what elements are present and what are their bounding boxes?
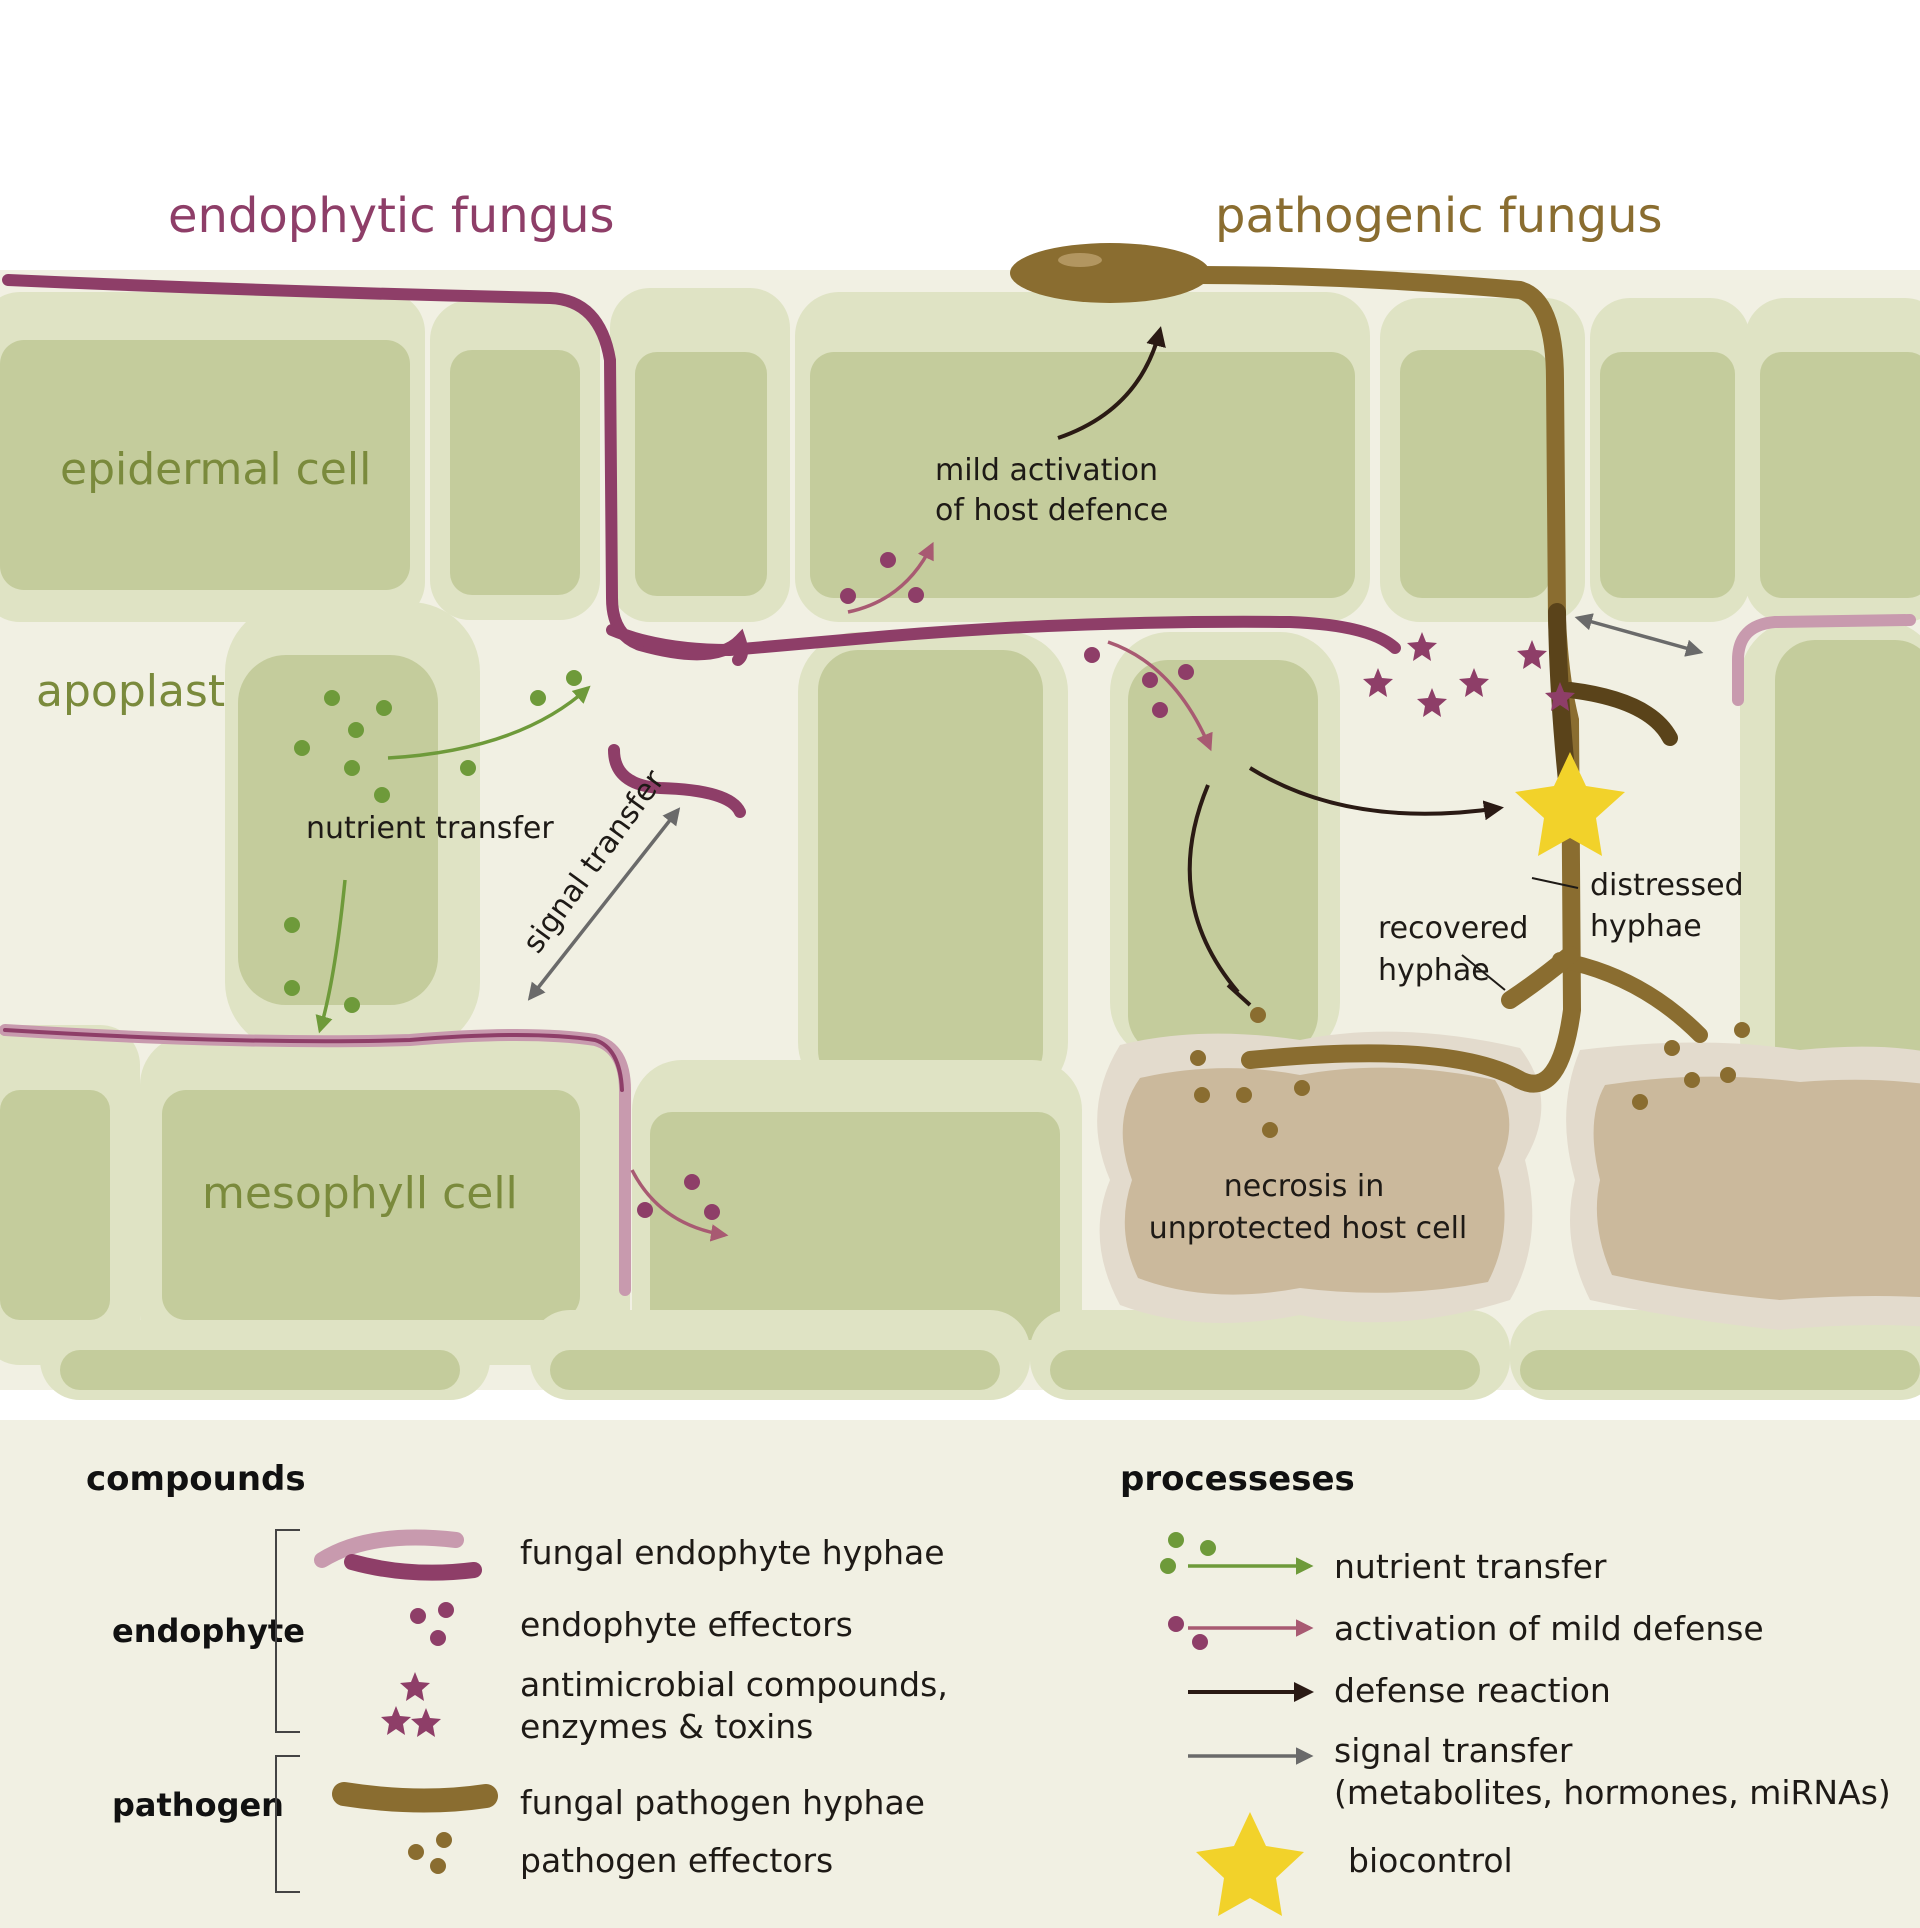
- legend-processes: processeses nutrient transfer activation…: [1120, 1459, 1891, 1916]
- label-recovered-1: recovered: [1378, 911, 1528, 946]
- pathogen-effector-dots: [1190, 1007, 1750, 1138]
- label-epidermal: epidermal cell: [60, 444, 371, 495]
- label-mild-1: mild activation: [935, 453, 1158, 488]
- path-effectors-label: pathogen effectors: [520, 1841, 833, 1880]
- endo-effectors-swatch: [410, 1602, 454, 1646]
- endophyte-hypha-light-right: [1732, 614, 1916, 706]
- endo-hyphae-swatch-dark: [344, 1554, 482, 1581]
- pathogen-bracket: [275, 1755, 300, 1893]
- legend-background: [0, 1420, 1920, 1928]
- endophyte-hyphae: [0, 274, 1916, 1296]
- antimicrobial-label-1: antimicrobial compounds,: [520, 1665, 948, 1704]
- signal-arrow: [527, 807, 681, 1001]
- pathogen-group-label: pathogen: [112, 1786, 284, 1824]
- antimicrobial-label-2: enzymes & toxins: [520, 1707, 813, 1746]
- distressed-pointer: [1531, 877, 1579, 889]
- defense-arrow-up: [1057, 326, 1166, 440]
- mesophyll-layer: [0, 1025, 1920, 1400]
- defense-block-bar: [1226, 983, 1252, 1007]
- compounds-heading: compounds: [86, 1459, 306, 1499]
- mild-arrow-top: [847, 541, 934, 614]
- pathogen-hypha-distressed-branch: [1562, 682, 1678, 746]
- process-nutrient-label: nutrient transfer: [1334, 1547, 1607, 1586]
- defense-arrow-biocontrol: [1248, 766, 1504, 821]
- title-endophyte: endophytic fungus: [168, 188, 615, 244]
- biocontrol-star: [1515, 752, 1625, 856]
- pathogen-hypha-lower: [1501, 946, 1579, 1009]
- inner-cells: [225, 602, 1920, 1102]
- path-hyphae-swatch: [332, 1782, 498, 1813]
- processes-heading: processeses: [1120, 1459, 1355, 1499]
- endo-hyphae-label: fungal endophyte hyphae: [520, 1533, 945, 1572]
- process-signal-label-1: signal transfer: [1334, 1731, 1573, 1770]
- endophyte-group-label: endophyte: [112, 1612, 305, 1650]
- antimicrobial-swatch: [381, 1672, 441, 1737]
- endo-hyphae-swatch-light: [314, 1529, 464, 1568]
- legend-compounds: compounds endophyte pathogen fungal endo…: [86, 1459, 948, 1893]
- pathogen-hypha-recovered-branch: [1552, 952, 1708, 1043]
- process-arrows: [315, 326, 1704, 1242]
- antimicrobial-stars: [1363, 632, 1575, 717]
- nutrient-arrow-up: [387, 685, 591, 760]
- endophyte-hypha-horizontal: [606, 615, 1401, 657]
- mild-arrow-middle: [1107, 640, 1213, 752]
- label-mild-2: of host defence: [935, 493, 1168, 528]
- process-biocontrol-label: biocontrol: [1348, 1841, 1513, 1880]
- label-distressed-1: distressed: [1590, 868, 1744, 903]
- endo-effectors-label: endophyte effectors: [520, 1605, 853, 1644]
- title-pathogen: pathogenic fungus: [1215, 188, 1663, 244]
- mild-swatch-dots: [1168, 1616, 1208, 1650]
- label-recovered-2: hyphae: [1378, 953, 1490, 988]
- endophyte-hypha-branch: [608, 744, 746, 818]
- label-apoplast: apoplast: [36, 666, 225, 717]
- label-necrosis-1: necrosis in: [1224, 1169, 1384, 1204]
- pathogen-spore: [1010, 243, 1210, 303]
- label-distressed-2: hyphae: [1590, 909, 1702, 944]
- process-defense-label: defense reaction: [1334, 1671, 1611, 1710]
- endophyte-effector-dots: [637, 552, 1194, 1220]
- endophyte-hypha-dark-left: [3, 1028, 624, 1092]
- epidermal-layer: [0, 288, 1920, 622]
- signal-arrow-right: [1574, 613, 1704, 657]
- nutrient-swatch-dots: [1160, 1532, 1216, 1574]
- defense-arrow-block: [1187, 784, 1240, 994]
- mild-arrow-bottom: [630, 1169, 729, 1242]
- path-hyphae-label: fungal pathogen hyphae: [520, 1783, 925, 1822]
- label-nutrient-transfer: nutrient transfer: [306, 811, 554, 846]
- recovered-pointer: [1461, 954, 1506, 991]
- biocontrol-swatch-star: [1196, 1812, 1304, 1916]
- necrotic-cells: [1097, 1031, 1920, 1330]
- endophyte-bracket: [275, 1529, 300, 1733]
- label-necrosis-2: unprotected host cell: [1149, 1211, 1468, 1246]
- label-mesophyll: mesophyll cell: [202, 1168, 518, 1219]
- nutrient-arrow-down: [315, 879, 347, 1034]
- process-mild-label: activation of mild defense: [1334, 1609, 1764, 1648]
- nutrient-dots: [284, 670, 582, 1013]
- path-effectors-swatch: [408, 1832, 452, 1874]
- process-signal-label-2: (metabolites, hormones, miRNAs): [1334, 1773, 1891, 1812]
